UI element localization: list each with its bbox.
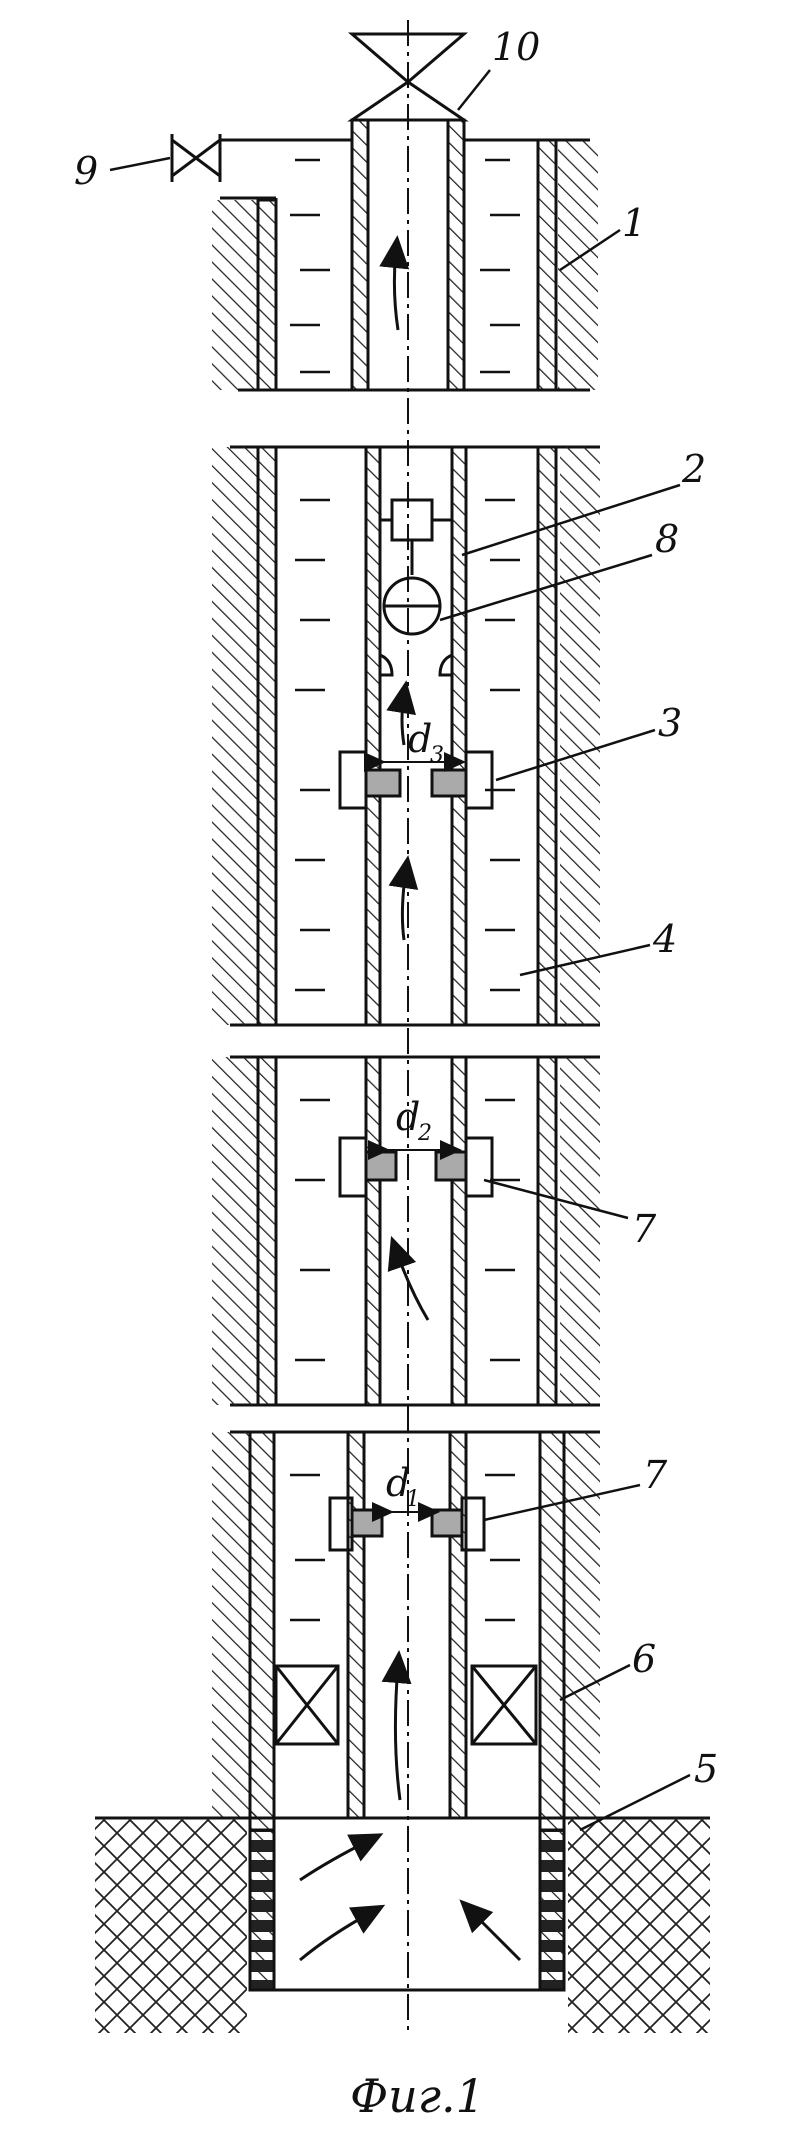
label-4: 4 — [652, 917, 677, 961]
label-7-lower: 7 — [643, 1453, 668, 1497]
casing-wall-right-top — [538, 140, 556, 390]
label-3: 3 — [658, 701, 682, 745]
casing-wall-right-mid1 — [538, 447, 556, 1025]
casing-wall-left-mid2 — [258, 1057, 276, 1405]
d3-subscript: 3 — [430, 743, 444, 768]
label-9: 9 — [74, 149, 98, 193]
inflow-arrow-3 — [470, 1910, 520, 1960]
tubing-wall-left-bottom — [348, 1432, 364, 1818]
wellhead-section — [172, 34, 598, 390]
earth-left-top — [212, 200, 257, 390]
label-1: 1 — [622, 201, 646, 245]
flow-arrow-mid1-b — [402, 870, 406, 940]
label-6: 6 — [632, 1637, 656, 1681]
tubing-wall-left-mid2 — [366, 1057, 380, 1405]
casing-wall-left-top — [258, 200, 276, 390]
nozzle-7-upper — [340, 1138, 492, 1196]
label-10: 10 — [492, 25, 540, 69]
label-7-upper: 7 — [632, 1207, 657, 1251]
tubing-wall-right-mid1 — [452, 447, 466, 1025]
perforations-right — [540, 1830, 564, 1990]
liquid-marks-top — [290, 160, 520, 372]
formation-left — [95, 1818, 247, 2033]
bottom-section: d 1 — [95, 1432, 710, 2033]
flow-arrow-mid2 — [396, 1250, 428, 1320]
leader-lines — [110, 70, 690, 1830]
flow-arrow-top — [394, 250, 398, 330]
middle-section-1: d 3 — [212, 447, 600, 1025]
d2-subscript: 2 — [417, 1121, 432, 1146]
casing-wall-right-mid2 — [538, 1057, 556, 1405]
tubing-wall-right-mid2 — [452, 1057, 466, 1405]
flow-arrow-mid1-a — [402, 695, 404, 745]
inflow-arrow-1 — [300, 1840, 370, 1880]
casing-wall-left-mid1 — [258, 447, 276, 1025]
earth-right-top — [558, 140, 598, 390]
packer-6-icon — [276, 1666, 536, 1744]
perforations-left — [250, 1830, 274, 1990]
tubing-wall-right-bottom — [450, 1432, 466, 1818]
inflow-arrow-4 — [395, 1665, 400, 1800]
d3-label: d — [408, 717, 432, 761]
middle-section-2: d 2 — [212, 1057, 600, 1405]
figure-caption: Фиг.1 — [350, 2069, 485, 2123]
label-5: 5 — [694, 1747, 718, 1791]
label-8: 8 — [655, 517, 679, 561]
label-2: 2 — [681, 447, 706, 491]
tubing-wall-left-mid1 — [366, 447, 380, 1025]
tubing-wall-left-top — [352, 120, 368, 390]
valve-9-icon — [172, 134, 220, 182]
formation-right — [568, 1818, 710, 2033]
inflow-arrow-2 — [300, 1912, 372, 1960]
tubing-wall-right-top — [448, 120, 464, 390]
check-valve-8-icon — [380, 500, 452, 675]
